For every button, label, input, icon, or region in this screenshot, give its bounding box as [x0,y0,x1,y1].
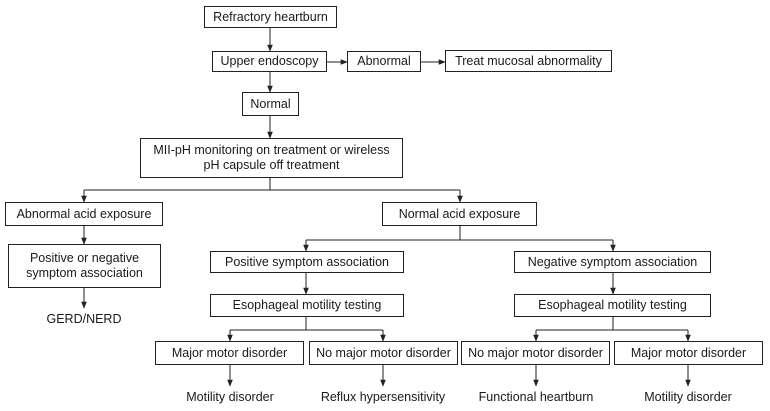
node-abnormal-acid-exposure: Abnormal acid exposure [5,202,163,226]
outcome-label: Motility disorder [644,390,732,404]
node-label: Major motor disorder [171,345,288,360]
node-label: Treat mucosal abnormality [455,53,602,68]
node-label: Positive symptom association [225,254,389,269]
node-label: Esophageal motility testing [232,298,382,312]
node-esophageal-motility-testing-left: Esophageal motility testing [210,294,404,317]
outcome-label: GERD/NERD [46,312,122,326]
node-label-line2: pH capsule off treatment [203,158,340,172]
node-major-motor-disorder-left: Major motor disorder [155,341,304,365]
node-label: Normal acid exposure [398,206,521,221]
node-label: Refractory heartburn [213,9,328,24]
node-positive-symptom-association: Positive symptom association [210,251,404,273]
node-label: Abnormal acid exposure [16,206,152,221]
node-label-line1: Positive or negative [29,251,140,265]
outcome-gerd-nerd: GERD/NERD [24,312,144,327]
outcome-label: Reflux hypersensitivity [320,390,446,404]
node-major-motor-disorder-right: Major motor disorder [614,341,763,365]
node-treat-mucosal-abnormality: Treat mucosal abnormality [445,50,612,72]
node-label: Esophageal motility testing [538,298,687,312]
node-no-major-motor-disorder-right: No major motor disorder [461,341,610,365]
node-negative-symptom-association: Negative symptom association [514,251,711,273]
node-normal: Normal [242,92,299,116]
node-label: Major motor disorder [630,345,747,360]
node-label-line2: symptom association [26,266,143,280]
outcome-motility-disorder-right: Motility disorder [628,390,748,405]
outcome-label: Motility disorder [186,390,274,404]
outcome-functional-heartburn: Functional heartburn [468,390,604,405]
outcome-label: Functional heartburn [478,390,594,404]
node-label: Normal [250,96,291,111]
node-refractory-heartburn: Refractory heartburn [204,6,337,28]
node-positive-or-negative-symptom-association: Positive or negative symptom association [8,244,161,288]
node-esophageal-motility-testing-right: Esophageal motility testing [514,294,711,317]
node-label: No major motor disorder [316,345,451,360]
node-mii-ph-monitoring: MII-pH monitoring on treatment or wirele… [140,138,403,178]
node-label: Upper endoscopy [220,54,319,68]
node-abnormal: Abnormal [347,51,421,72]
node-label: Abnormal [357,54,411,68]
node-upper-endoscopy: Upper endoscopy [212,51,327,72]
node-normal-acid-exposure: Normal acid exposure [382,202,537,226]
outcome-reflux-hypersensitivity: Reflux hypersensitivity [313,390,453,405]
node-label-line1: MII-pH monitoring on treatment or wirele… [153,143,390,157]
node-label: Negative symptom association [527,254,698,269]
outcome-motility-disorder-left: Motility disorder [170,390,290,405]
node-no-major-motor-disorder-left: No major motor disorder [309,341,458,365]
node-label: No major motor disorder [468,345,603,360]
